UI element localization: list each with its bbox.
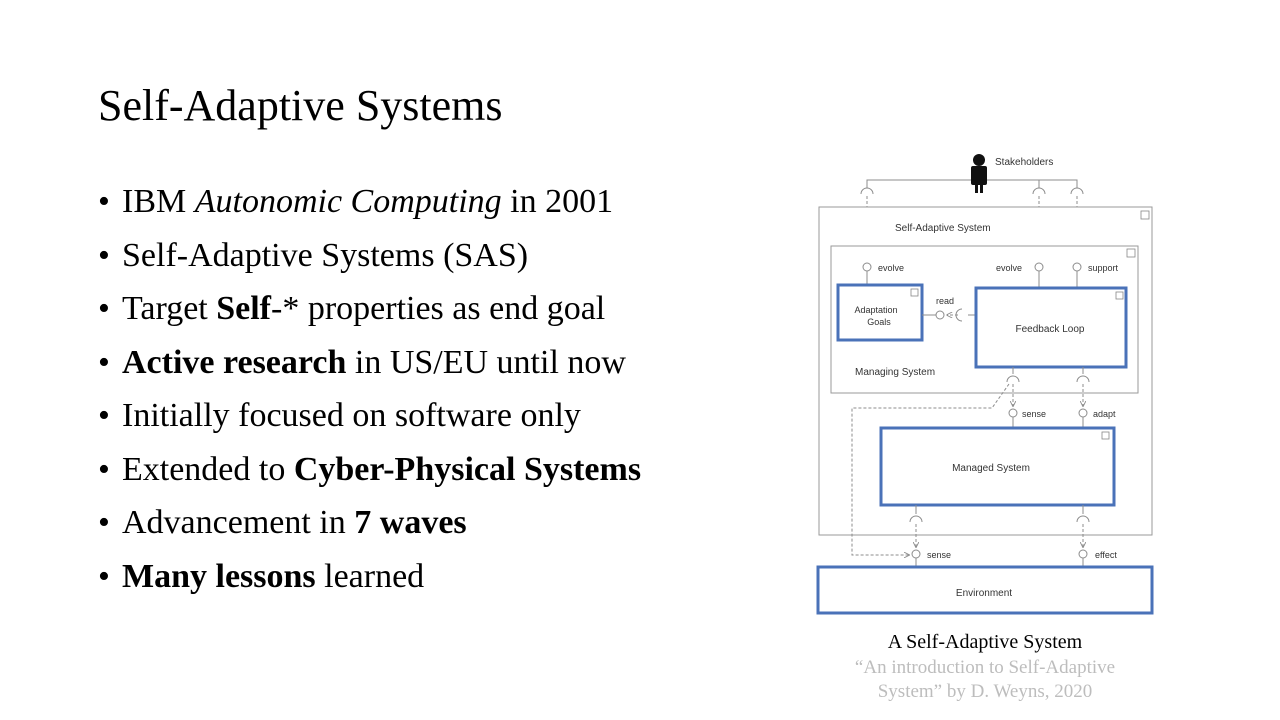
- bullet-text: Cyber-Physical Systems: [293, 450, 642, 488]
- bullet-text: Initially focused on software only: [122, 397, 581, 434]
- managed-system-box: [879, 426, 1116, 507]
- bullet-text: Active research: [122, 343, 347, 381]
- bullet-text: in US/EU until now: [346, 343, 626, 381]
- bullet-text: Self: [216, 290, 272, 327]
- component-icon: [1115, 291, 1124, 300]
- bullet-marker: •: [98, 183, 110, 220]
- managed-provided-interfaces: [1008, 408, 1088, 428]
- component-icon: [910, 288, 919, 297]
- bullet-item: • Self-Adaptive Systems (SAS): [98, 229, 641, 283]
- bullet-marker: •: [98, 343, 110, 381]
- component-icon: [1126, 248, 1136, 258]
- bullet-text: in 2001: [501, 183, 614, 220]
- managing-required-interfaces: [1006, 367, 1090, 383]
- read-interface: [922, 308, 976, 322]
- bullet-text: Target: [122, 290, 217, 327]
- figure-caption-source-line2: System” by D. Weyns, 2020: [877, 681, 1093, 702]
- evolve-right-label: evolve: [996, 263, 1022, 273]
- bullet-list: • IBM Autonomic Computing in 2001 • Self-Ad…: [98, 175, 641, 603]
- bullet-text: IBM: [122, 183, 195, 220]
- sense-inner-label: sense: [1022, 409, 1046, 419]
- feedback-loop-label: Feedback Loop: [1016, 324, 1085, 335]
- component-icon: [1101, 431, 1110, 440]
- bullet-text: learned: [315, 557, 425, 595]
- environment-provided-interfaces: [911, 549, 1088, 567]
- bullet-text: -* properties as end goal: [271, 290, 606, 327]
- slide-title: Self-Adaptive Systems: [98, 81, 503, 130]
- adapt-label: adapt: [1093, 409, 1116, 419]
- bullet-item: • Active research in US/EU until now: [98, 336, 641, 390]
- managed-required-interfaces: [909, 505, 1090, 523]
- self-adaptive-system-diagram: Stakeholders Self-Adaptive System Managi…: [816, 154, 1154, 615]
- bullet-text: Many lessons: [122, 557, 316, 595]
- managed-dashed-links: [916, 524, 1083, 547]
- managing-dashed-links: [851, 383, 1083, 555]
- bullet-item: • Target Self-* properties as end goal: [98, 282, 641, 336]
- adaptation-goals-box: [836, 283, 924, 342]
- adaptation-goals-label-line1: Adaptation: [854, 305, 897, 315]
- bullet-marker: •: [98, 557, 110, 595]
- bullet-text: 7 waves: [354, 504, 467, 541]
- bullet-item: • Many lessons learned: [98, 550, 641, 604]
- figure-caption-source-line1: “An introduction to Self-Adaptive: [854, 657, 1116, 678]
- evolve-left-label: evolve: [878, 263, 904, 273]
- adaptation-goals-label-line2: Goals: [867, 317, 891, 327]
- sense-outer-label: sense: [927, 550, 951, 560]
- bullet-marker: •: [98, 236, 110, 274]
- figure-caption-title: A Self-Adaptive System: [887, 631, 1083, 653]
- environment-label: Environment: [956, 588, 1012, 599]
- bullet-item: • IBM Autonomic Computing in 2001: [98, 175, 641, 229]
- environment-box: [816, 565, 1154, 615]
- stakeholder-person-icon: [971, 154, 987, 193]
- bullet-item: • Initially focused on software only: [98, 389, 641, 443]
- bullet-item: • Extended to Cyber-Physical Systems: [98, 443, 641, 497]
- provided-interface-circles: [862, 262, 1082, 288]
- bullet-text: Self-Adaptive Systems (SAS): [122, 236, 529, 274]
- stakeholder-connectors: [860, 179, 1084, 195]
- managing-system-label: Managing System: [855, 367, 935, 378]
- stakeholders-label: Stakeholders: [995, 157, 1053, 168]
- read-label: read: [936, 296, 954, 306]
- bullet-text: Autonomic Computing: [194, 183, 502, 220]
- bullet-text: Advancement in: [122, 504, 355, 541]
- figure-caption-source: “An introduction to Self-Adaptive System…: [810, 656, 1160, 704]
- bullet-text: Extended to: [122, 450, 294, 488]
- effect-label: effect: [1095, 550, 1117, 560]
- bullet-item: • Advancement in 7 waves: [98, 496, 641, 550]
- managed-system-label: Managed System: [952, 463, 1030, 474]
- feedback-loop-box: [974, 286, 1128, 369]
- bullet-marker: •: [98, 397, 110, 434]
- self-adaptive-system-label: Self-Adaptive System: [895, 223, 991, 234]
- support-label: support: [1088, 263, 1119, 273]
- component-icon: [1140, 210, 1150, 220]
- bullet-marker: •: [98, 290, 110, 327]
- bullet-marker: •: [98, 450, 110, 488]
- bullet-marker: •: [98, 504, 110, 541]
